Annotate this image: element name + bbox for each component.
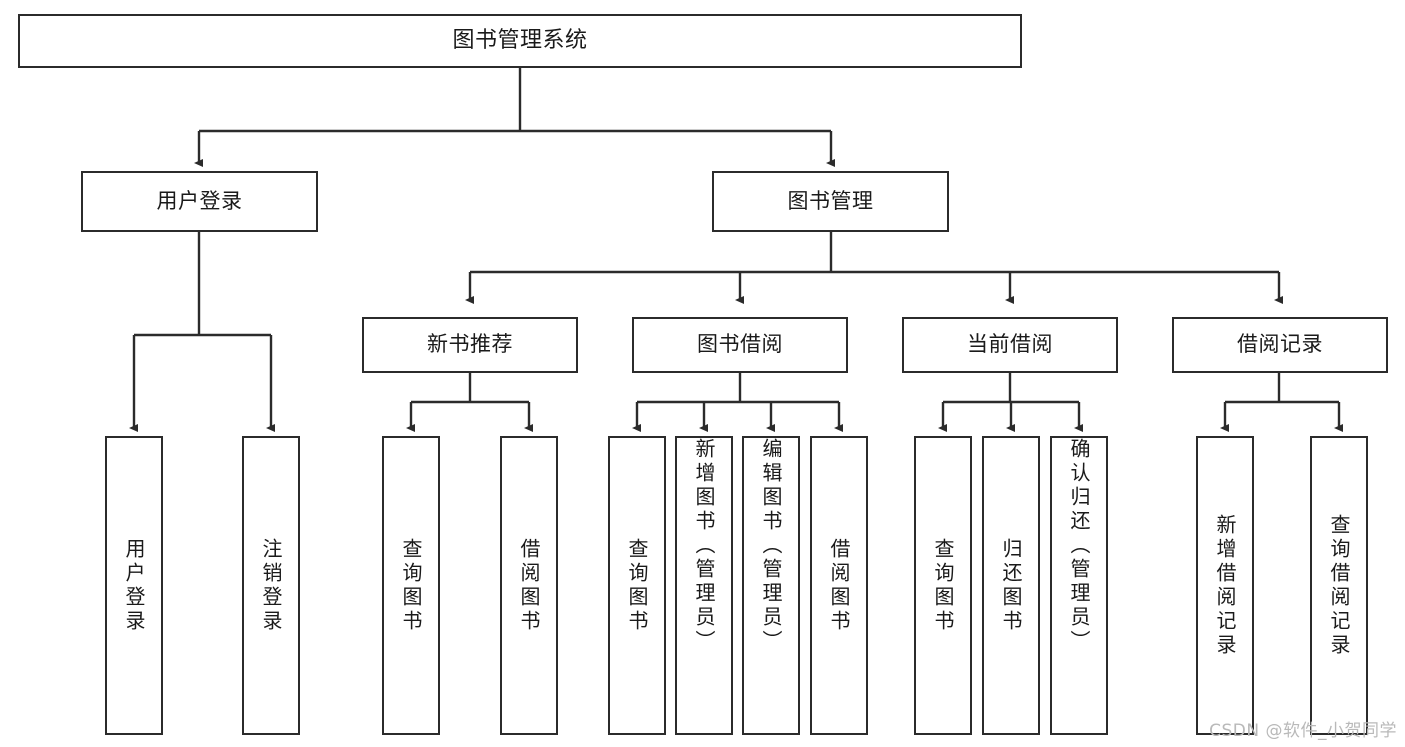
- node-book-borrow[interactable]: 图书借阅: [632, 317, 848, 373]
- node-label: 查询图书: [931, 537, 955, 634]
- node-label: 新增图书（管理员）: [692, 438, 716, 654]
- leaf-borrow-book-borrow[interactable]: 借阅图书: [810, 436, 868, 735]
- node-label: 图书管理系统: [452, 27, 588, 53]
- node-label: 借阅图书: [827, 537, 851, 634]
- node-label: 当前借阅: [967, 332, 1053, 357]
- node-label: 图书管理: [787, 188, 874, 213]
- node-label: 用户登录: [156, 188, 243, 213]
- node-borrow-record[interactable]: 借阅记录: [1172, 317, 1388, 373]
- node-label: 新增借阅记录: [1213, 513, 1237, 658]
- node-label: 注销登录: [259, 537, 283, 634]
- node-user-login[interactable]: 用户登录: [81, 171, 318, 232]
- node-label: 新书推荐: [427, 332, 513, 357]
- node-new-book-recommend[interactable]: 新书推荐: [362, 317, 578, 373]
- node-label: 借阅图书: [517, 537, 541, 634]
- leaf-borrow-book-recommend[interactable]: 借阅图书: [500, 436, 558, 735]
- leaf-query-book-current[interactable]: 查询图书: [914, 436, 972, 735]
- leaf-edit-book[interactable]: 编辑图书（管理员）: [742, 436, 800, 735]
- leaf-confirm-return[interactable]: 确认归还（管理员）: [1050, 436, 1108, 735]
- leaf-user-logout[interactable]: 注销登录: [242, 436, 300, 735]
- node-label: 查询图书: [399, 537, 423, 634]
- node-current-borrow[interactable]: 当前借阅: [902, 317, 1118, 373]
- leaf-query-book-borrow[interactable]: 查询图书: [608, 436, 666, 735]
- leaf-query-book-recommend[interactable]: 查询图书: [382, 436, 440, 735]
- leaf-query-borrow-record[interactable]: 查询借阅记录: [1310, 436, 1368, 735]
- node-label: 确认归还（管理员）: [1067, 438, 1091, 654]
- node-label: 归还图书: [999, 537, 1023, 634]
- node-label: 编辑图书（管理员）: [759, 438, 783, 654]
- node-label: 用户登录: [122, 537, 146, 634]
- node-book-manage[interactable]: 图书管理: [712, 171, 949, 232]
- node-label: 查询借阅记录: [1327, 513, 1351, 658]
- csdn-watermark: CSDN @软件_小贺同学: [1209, 721, 1397, 741]
- node-label: 查询图书: [625, 537, 649, 634]
- node-root-system[interactable]: 图书管理系统: [18, 14, 1022, 68]
- leaf-add-borrow-record[interactable]: 新增借阅记录: [1196, 436, 1254, 735]
- node-label: 图书借阅: [697, 332, 783, 357]
- leaf-return-book[interactable]: 归还图书: [982, 436, 1040, 735]
- node-label: 借阅记录: [1237, 332, 1323, 357]
- leaf-user-login[interactable]: 用户登录: [105, 436, 163, 735]
- leaf-add-book[interactable]: 新增图书（管理员）: [675, 436, 733, 735]
